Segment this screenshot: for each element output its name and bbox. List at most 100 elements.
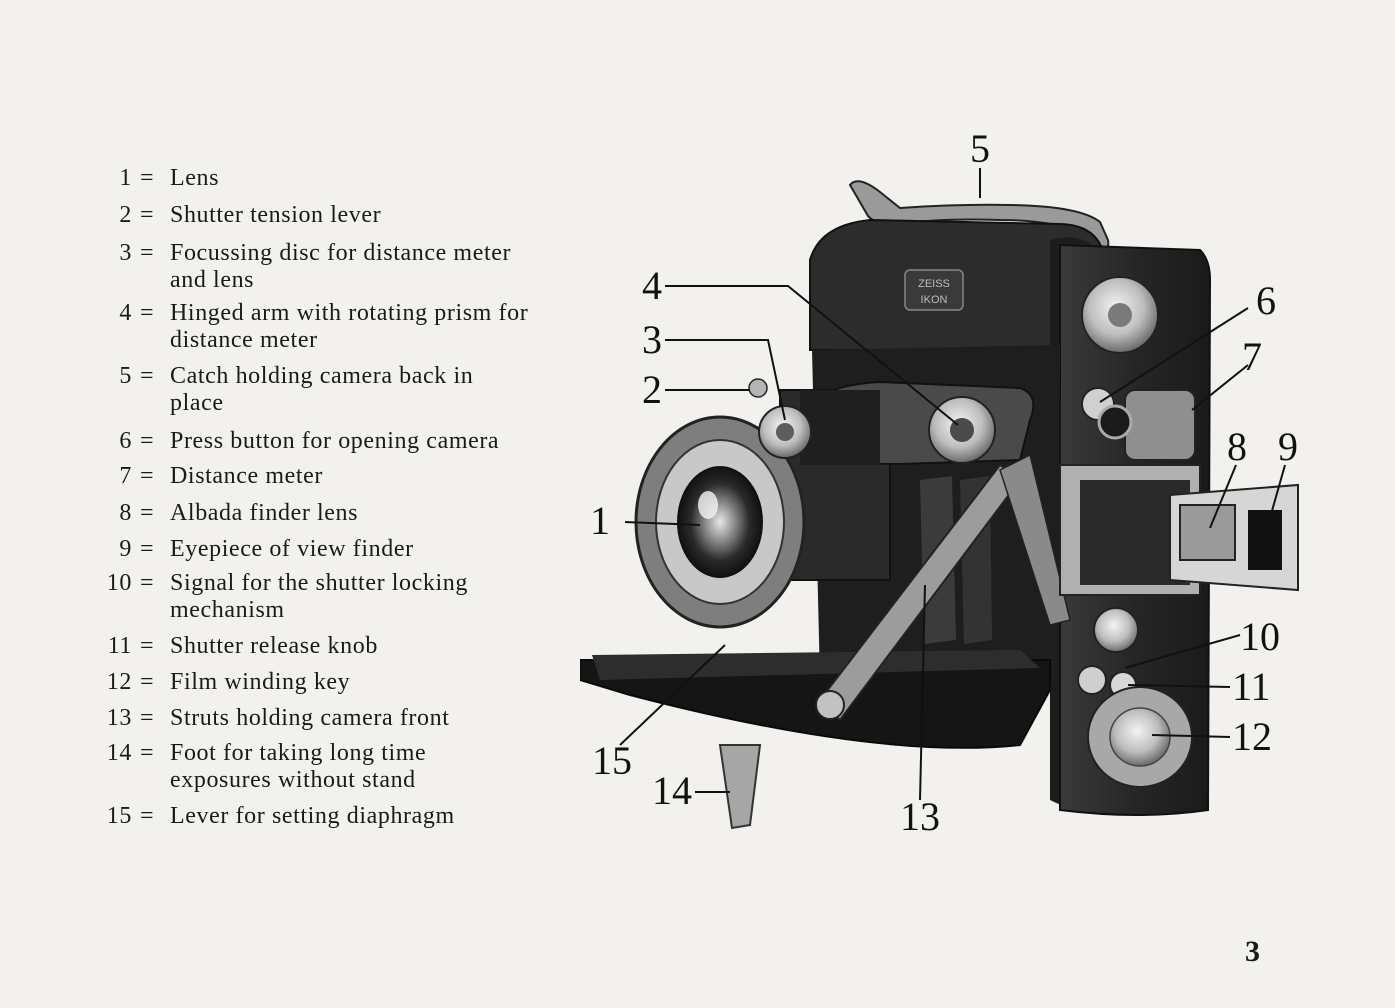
camera-illustration: ZEISS IKON [580,126,1299,839]
legend-equals: = [140,705,155,731]
legend-number: 4 [119,300,132,326]
callout-9: 9 [1278,424,1298,469]
struts [815,453,1071,722]
callout-1: 1 [590,498,610,543]
callout-14: 14 [652,768,692,813]
tripod-foot [718,744,762,830]
camera-drop-bed [580,659,1051,749]
legend-equals: = [140,300,155,326]
zeiss-ikon-badge: ZEISS IKON [904,269,964,311]
callout-line-13 [919,584,926,801]
legend-equals: = [140,428,155,454]
legend-number: 6 [119,428,132,454]
callout-line-7 [1191,364,1249,411]
legend-text: Foot for taking long time exposures with… [170,740,427,793]
legend-equals: = [140,363,155,389]
legend-equals: = [140,740,155,766]
rangefinder-block [800,390,880,465]
callout-line-10 [1124,634,1241,669]
legend-equals: = [140,570,155,596]
callout-15: 15 [592,738,632,783]
callout-13: 13 [900,794,940,839]
legend-equals: = [140,803,155,829]
legend-equals: = [140,463,155,489]
badge-text-top: ZEISS [918,278,950,290]
legend-equals: = [140,165,155,191]
legend-text: Shutter release knob [170,633,378,659]
callout-4: 4 [642,263,662,308]
callout-8: 8 [1227,424,1247,469]
legend-equals: = [140,500,155,526]
legend-text: Lens [170,165,220,191]
legend-text: Hinged arm with rotating prism for dista… [170,300,529,353]
callout-12: 12 [1232,714,1272,759]
legend-number: 15 [106,803,132,829]
badge-text-bottom: IKON [921,294,948,306]
callout-5: 5 [970,126,990,171]
callout-line-12 [1151,734,1231,738]
callout-line-8 [1209,464,1237,529]
callout-line-9 [1267,464,1286,526]
legend-number: 14 [106,740,132,766]
legend-text: Press button for opening camera [170,428,500,454]
legend-number: 1 [119,165,132,191]
legend-text: Film winding key [170,669,351,695]
legend-text: Shutter tension lever [170,202,382,228]
legend-number: 2 [119,202,132,228]
legend-number: 9 [119,536,132,562]
legend-equals: = [140,240,155,266]
lens-highlight [698,491,718,519]
legend-text: Distance meter [170,463,323,489]
shutter-signal [1077,665,1107,695]
callout-line-1 [624,521,701,526]
distance-meter-window-center [1108,303,1132,327]
legend-text: Lever for setting diaphragm [170,803,455,829]
albada-finder-lens [1179,504,1236,561]
legend-equals: = [140,536,155,562]
callout-7: 7 [1242,334,1262,379]
legend-text: Signal for the shutter locking mechanism [170,570,468,623]
callout-11: 11 [1232,664,1271,709]
right-controls [1059,276,1299,788]
callout-2: 2 [642,367,662,412]
legend-number: 7 [119,463,132,489]
callout-lines [619,168,1286,801]
legend-number: 12 [106,669,132,695]
callout-3: 3 [642,317,662,362]
callout-line-11 [1127,684,1231,688]
lens-glass [677,466,763,578]
legend-text: Albada finder lens [170,500,359,526]
focussing-disc-center [776,423,794,441]
legend-equals: = [140,202,155,228]
callout-line-3 [665,339,786,421]
drop-bed-surface [592,650,1040,680]
legend-number: 5 [119,363,132,389]
film-winding-key-center [1109,707,1171,767]
legend-number: 11 [107,633,132,659]
distance-meter-housing [1124,389,1196,461]
callout-10: 10 [1240,614,1280,659]
legend-text: Focussing disc for distance meter and le… [170,240,512,293]
callout-line-4 [665,285,959,426]
legend-equals: = [140,633,155,659]
legend-number: 3 [119,240,132,266]
shutter-tension-lever [748,378,768,398]
release-housing [1093,607,1139,653]
legend-text: Catch holding camera back in place [170,363,474,416]
page-number: 3 [1245,935,1260,968]
strut-bar [999,453,1071,626]
callout-numbers: 1 2 3 4 5 6 7 8 9 10 11 12 13 14 15 [590,126,1298,839]
legend-number: 13 [106,705,132,731]
callout-6: 6 [1256,278,1276,323]
legend-equals: = [140,669,155,695]
legend-number: 8 [119,500,132,526]
legend-text: Struts holding camera front [170,705,450,731]
legend-number: 10 [106,570,132,596]
callout-line-6 [1099,307,1249,403]
strut-screw [815,690,845,720]
view-finder-eyepiece [1248,510,1282,570]
legend-text: Eyepiece of view finder [170,536,414,562]
distance-meter-eyepiece [1097,404,1133,440]
callout-line-15 [619,644,726,746]
